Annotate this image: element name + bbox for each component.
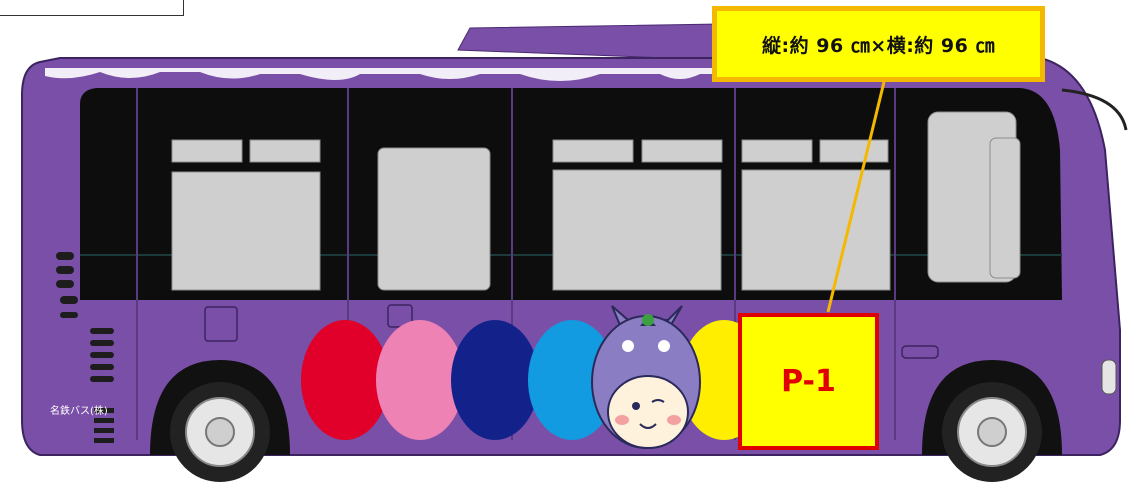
window-pane: [377, 147, 491, 291]
rear-vent: [56, 266, 74, 274]
ad-panel-p1: P-1: [738, 313, 879, 450]
color-circle: [376, 320, 464, 440]
mascot-character: [591, 305, 701, 449]
window-pane: [819, 139, 889, 163]
color-circle: [301, 320, 389, 440]
rear-wheel: [150, 360, 290, 482]
window-pane: [552, 139, 634, 163]
rear-vent: [94, 428, 114, 433]
color-circle: [528, 320, 616, 440]
rear-vent: [94, 418, 114, 423]
window-pane: [552, 169, 722, 291]
rear-vent: [56, 252, 74, 260]
rear-vent: [90, 328, 114, 334]
front-wheel: [922, 360, 1062, 482]
window-pane: [171, 171, 321, 291]
window-pane: [741, 139, 813, 163]
size-callout: 縦:約 96 ㎝×横:約 96 ㎝: [712, 6, 1045, 82]
window-pane: [171, 139, 243, 163]
window-pane: [641, 139, 723, 163]
roof-unit: [457, 23, 721, 61]
body-hatch: [901, 345, 939, 359]
window-pane: [989, 137, 1021, 279]
rear-vent: [90, 364, 114, 370]
side-mirror: [1061, 88, 1128, 131]
rear-vent: [94, 408, 114, 413]
leader-line: [826, 81, 886, 313]
rear-vent: [94, 438, 114, 443]
window-pane: [741, 169, 891, 291]
company-mark: 名鉄バス(株): [50, 404, 108, 417]
header-box-fragment: [0, 0, 184, 16]
color-circle: [451, 320, 539, 440]
rear-vent: [90, 376, 114, 382]
rear-vent: [90, 340, 114, 346]
window-pane: [249, 139, 321, 163]
rear-vent: [90, 352, 114, 358]
front-light: [1101, 359, 1117, 395]
rear-vent: [60, 296, 78, 304]
rear-vent: [60, 312, 78, 318]
body-hatch: [204, 306, 238, 342]
rear-vent: [56, 280, 74, 288]
